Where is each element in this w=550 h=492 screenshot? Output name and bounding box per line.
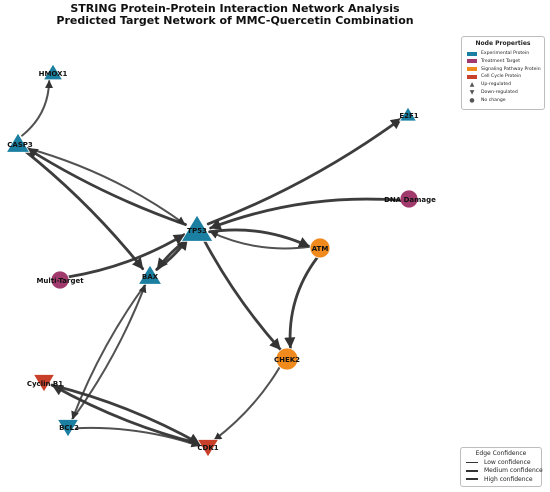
node-label-multi: Multi-Target	[36, 277, 84, 285]
legend-color-swatch	[467, 74, 477, 79]
node-legend-item: ● No change	[467, 96, 506, 104]
node-label-cycb1: Cyclin B1	[27, 380, 63, 388]
edge-cycb1-to-cdk1	[50, 383, 201, 445]
node-legend-item: Experimental Protein	[467, 50, 529, 57]
triangle-down-icon: ▼	[469, 89, 475, 96]
node-tp53	[180, 214, 214, 242]
node-legend-item: ▲ Up-regulated	[467, 81, 511, 88]
edge-legend-label: High confidence	[484, 475, 533, 483]
node-cdk1	[196, 439, 220, 458]
node-label-cdk1: CDK1	[197, 444, 218, 452]
edge-chek2-to-cdk1	[213, 366, 281, 441]
node-dna-damage	[399, 189, 419, 209]
edge-bcl2-to-cdk1	[75, 426, 200, 448]
edge-legend-line	[466, 469, 478, 472]
legend-color-swatch	[467, 59, 477, 64]
edge-bcl2-to-bax	[71, 284, 147, 421]
edge-legend-label: Low confidence	[484, 458, 531, 466]
title-line-1: STRING Protein-Protein Interaction Netwo…	[70, 2, 400, 15]
legend-color-swatch	[467, 67, 477, 72]
title-line-2: Predicted Target Network of MMC-Querceti…	[56, 14, 414, 27]
node-legend-label: No change	[481, 97, 506, 103]
node-casp3	[5, 132, 31, 153]
edge-dna_damage-to-tp53	[209, 197, 402, 230]
node-legend-label: Cell Cycle Protein	[481, 74, 522, 80]
node-hmox1	[42, 63, 64, 81]
edge-legend-line	[466, 478, 478, 480]
node-legend-item: Cell Cycle Protein	[467, 73, 521, 80]
node-label-atm: ATM	[312, 245, 329, 253]
edge-casp3-to-tp53	[25, 147, 186, 225]
edge-casp3-to-hmox1	[21, 79, 54, 137]
node-label-bcl2: BCL2	[59, 424, 79, 432]
node-multi	[50, 270, 70, 290]
node-legend-label: Treatment Target	[481, 58, 521, 64]
node-label-tp53: TP53	[187, 227, 207, 235]
node-legend-label: Up-regulated	[481, 82, 512, 88]
node-label-casp3: CASP3	[7, 141, 33, 149]
node-legend-title: Node Properties	[475, 40, 531, 47]
triangle-up-icon: ▲	[469, 81, 475, 89]
edge-tp53-to-bax	[156, 237, 190, 271]
node-bcl2	[56, 419, 80, 438]
node-legend-item: Treatment Target	[467, 58, 520, 65]
node-atm	[309, 237, 331, 259]
node-legend-item: ▼ Down-regulated	[467, 89, 518, 96]
circle-icon: ●	[469, 96, 475, 104]
figure-title: STRING Protein-Protein Interaction Netwo…	[0, 3, 470, 27]
edge-legend-label: Medium confidence	[484, 467, 543, 474]
nodes-layer	[5, 63, 419, 458]
node-label-bax: BAX	[142, 273, 159, 281]
node-label-dna-damage: DNA Damage	[384, 196, 436, 204]
edge-legend-item: Medium confidence	[466, 467, 543, 475]
node-legend-item: Signaling Pathway Protein	[467, 66, 541, 73]
node-e2f1	[398, 106, 418, 122]
edge-tp53-to-atm	[208, 228, 311, 248]
node-legend-label: Down-regulated	[481, 90, 518, 95]
legend-color-swatch	[467, 51, 477, 56]
node-chek2	[275, 347, 299, 371]
edge-cdk1-to-cycb1	[51, 384, 202, 446]
edge-legend-item: Low confidence	[466, 458, 531, 466]
edge-legend-title: Edge Confidence	[475, 450, 527, 457]
edge-atm-to-tp53	[209, 231, 312, 250]
node-label-chek2: CHEK2	[274, 356, 300, 364]
edge-legend-line	[466, 461, 478, 463]
edge-tp53-to-chek2	[202, 239, 282, 351]
node-label-hmox1: HMOX1	[39, 70, 68, 78]
edges-layer	[21, 79, 403, 448]
edge-atm-to-chek2	[284, 256, 319, 349]
edge-tp53-to-casp3	[25, 147, 187, 226]
edge-legend-item: High confidence	[466, 475, 533, 483]
edge-bax-to-bcl2	[71, 283, 147, 420]
node-label-e2f1: E2F1	[399, 112, 418, 120]
edge-tp53-to-e2f1	[206, 117, 403, 226]
node-legend-label: Experimental Protein	[481, 51, 530, 56]
node-legend-label: Signaling Pathway Protein	[481, 66, 541, 72]
node-cycb1	[32, 374, 56, 393]
node-bax	[137, 264, 163, 285]
edge-multi-to-tp53	[67, 233, 186, 279]
edge-casp3-to-bax	[23, 149, 145, 271]
